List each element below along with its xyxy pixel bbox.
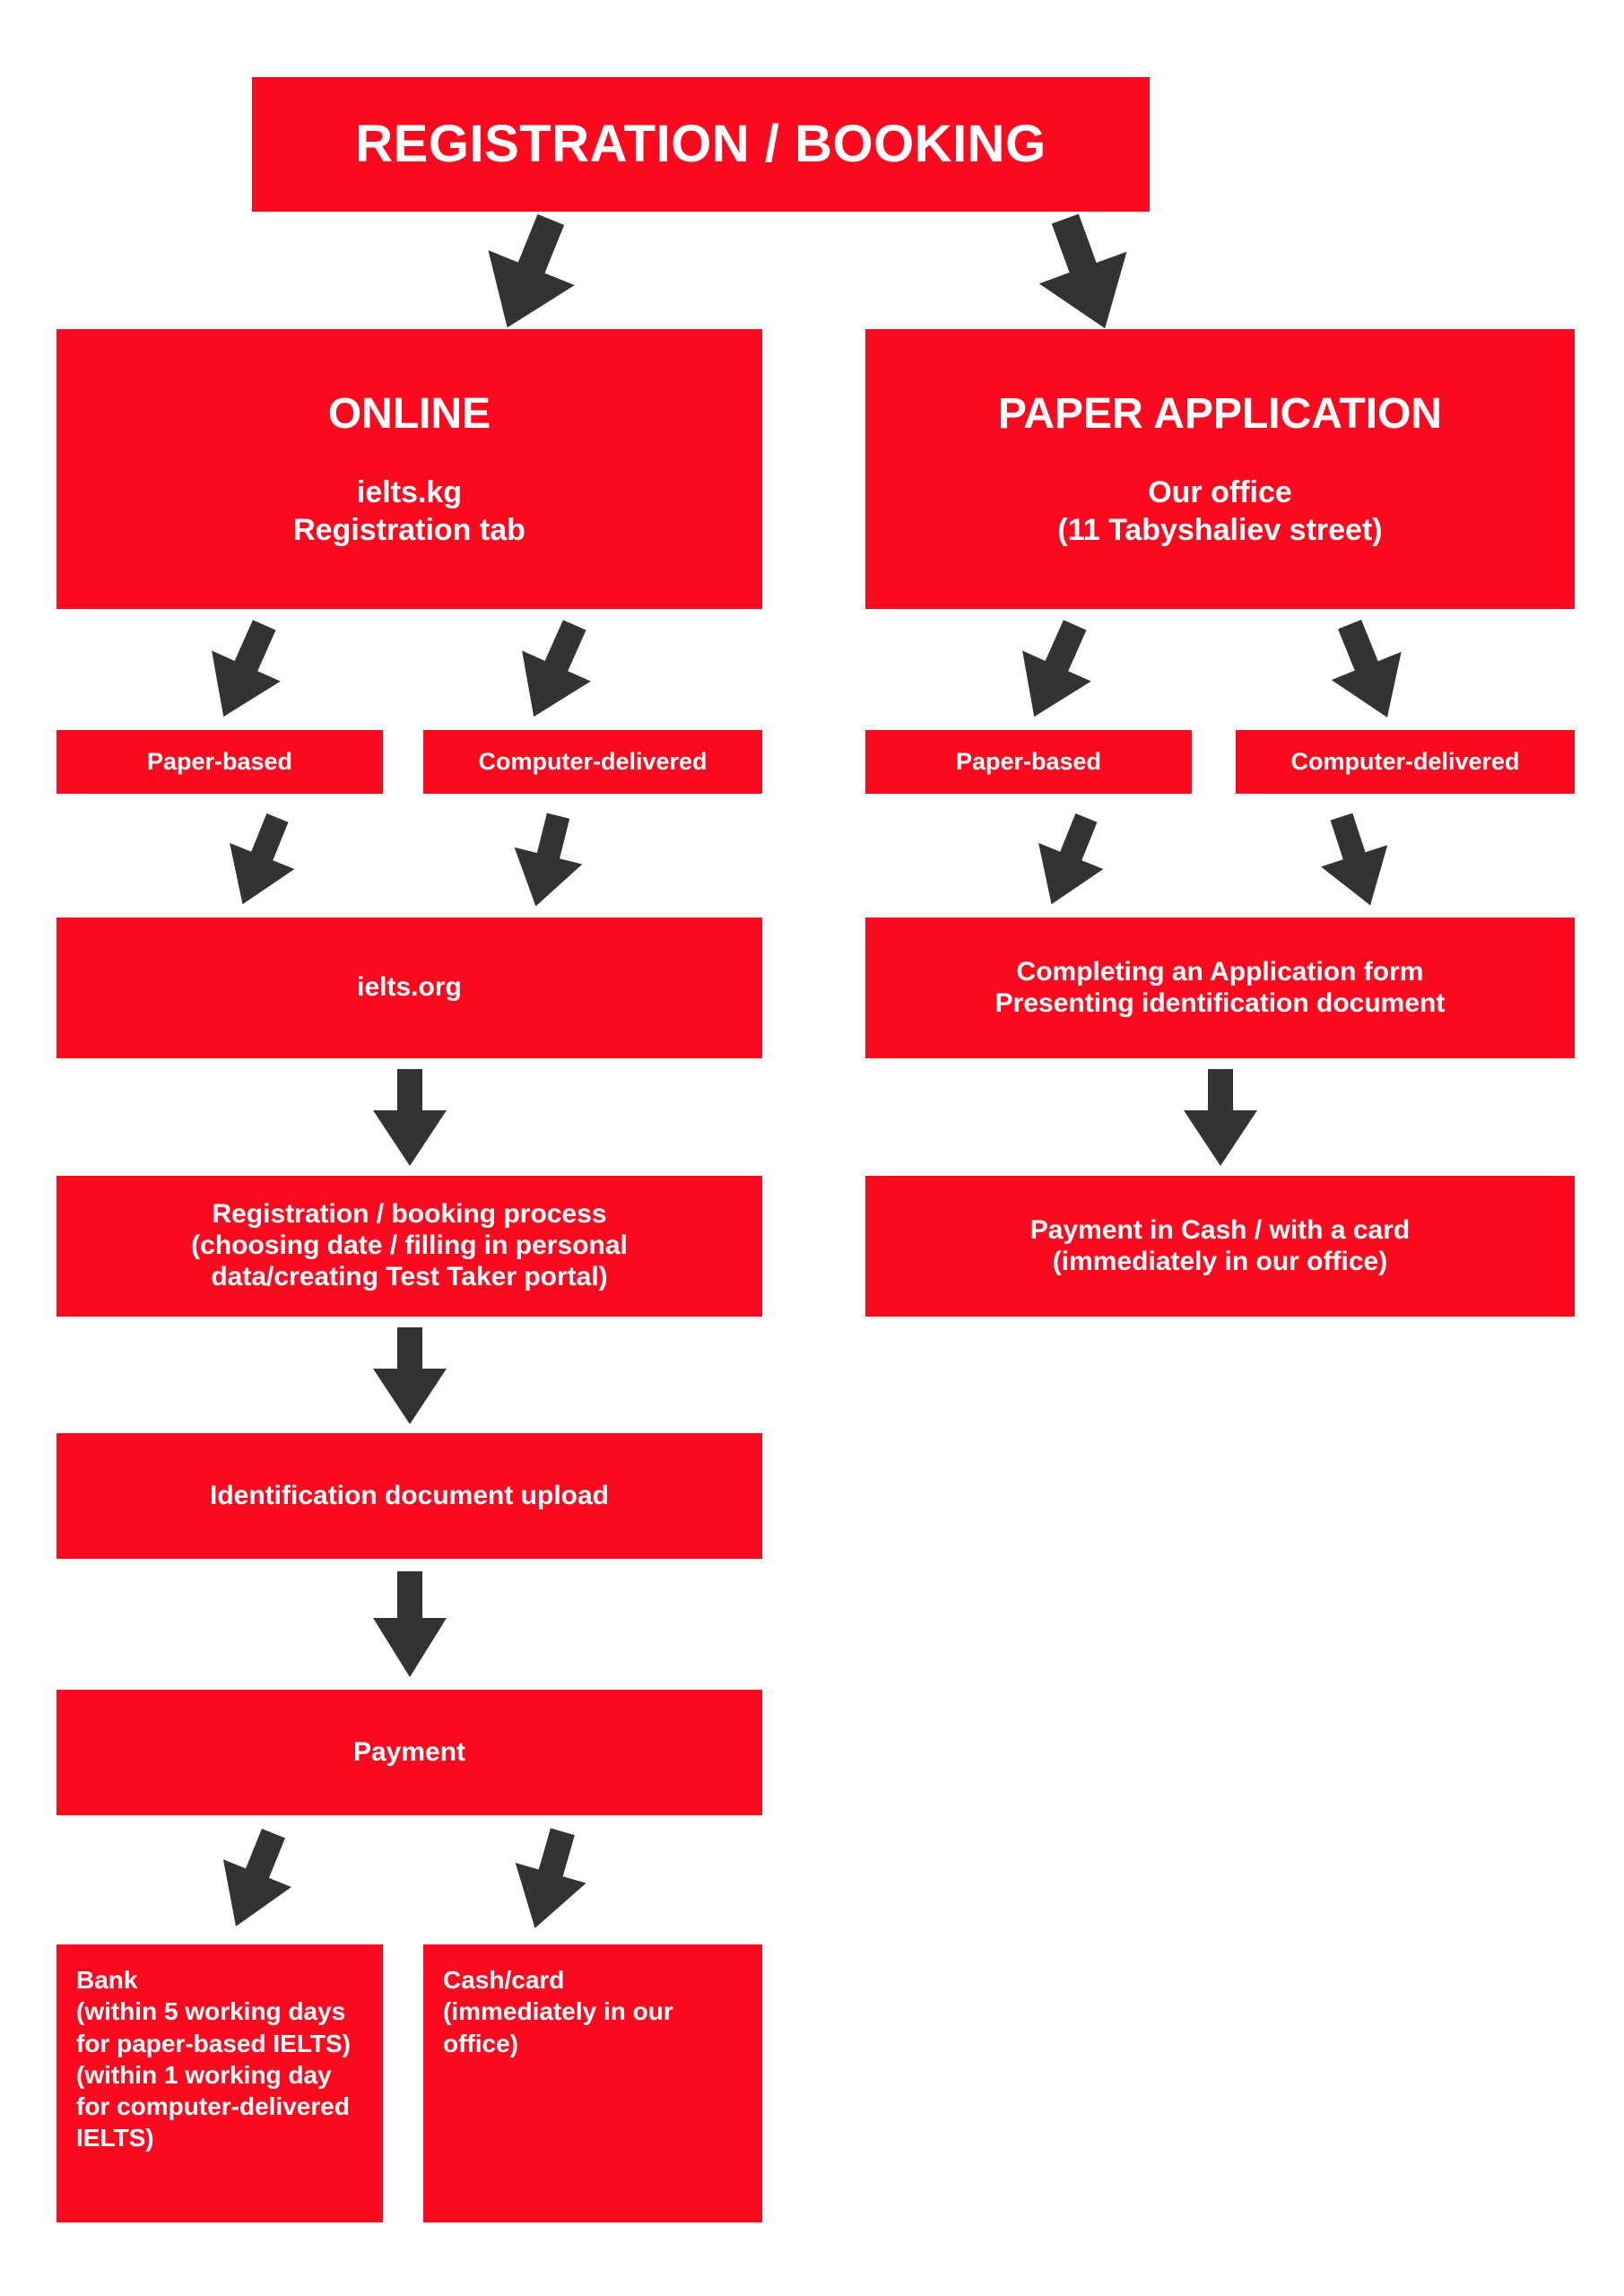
node-bank-label: Bank (within 5 working days for paper-ba…: [76, 1966, 351, 2152]
node-registration-booking-process-line2: (choosing date / filling in personal: [191, 1231, 628, 1261]
node-online-sub-line1: ielts.kg: [356, 475, 463, 510]
arrow-computer-delivered-to-application-form: [1304, 804, 1408, 918]
arrow-registration-process-to-id-upload: [369, 1327, 450, 1424]
node-completing-application-form: Completing an Application form Presentin…: [865, 918, 1575, 1058]
arrow-online-computer-delivered-to-ieltsorg: [498, 806, 597, 916]
node-paper-application-paper-based-label: Paper-based: [955, 747, 1102, 775]
node-registration-booking-label: REGISTRATION / BOOKING: [355, 115, 1046, 174]
arrow-online-to-computer-delivered: [494, 607, 613, 734]
node-ielts-org: ielts.org: [56, 918, 762, 1058]
node-identification-document-upload-label: Identification document upload: [210, 1480, 609, 1510]
node-identification-document-upload: Identification document upload: [56, 1433, 762, 1559]
arrow-application-form-to-payment-cash: [1180, 1069, 1261, 1166]
arrow-payment-to-cash-card: [495, 1820, 602, 1939]
node-paper-application-computer-delivered-label: Computer-delivered: [1290, 747, 1520, 775]
node-completing-application-form-line1: Completing an Application form: [1016, 956, 1424, 987]
node-online: ONLINE ielts.kg Registration tab: [56, 329, 762, 609]
node-paper-application-computer-delivered: Computer-delivered: [1236, 730, 1575, 794]
arrow-online-to-paper-based: [184, 607, 303, 734]
arrow-header-to-paper-application: [1014, 200, 1155, 346]
node-online-title: ONLINE: [327, 389, 491, 438]
node-payment-cash-card-office-line2: (immediately in our office): [1052, 1246, 1388, 1276]
node-paper-application-sub-line2: (11 Tabyshaliev street): [1057, 512, 1383, 547]
arrow-payment-to-bank: [197, 1818, 311, 1942]
node-payment-cash-card-office-line1: Payment in Cash / with a card: [1029, 1214, 1411, 1245]
node-paper-application: PAPER APPLICATION Our office (11 Tabysha…: [865, 329, 1575, 609]
node-online-computer-delivered-label: Computer-delivered: [478, 747, 708, 775]
node-online-paper-based: Paper-based: [56, 730, 383, 794]
arrow-paper-application-to-paper-based: [994, 607, 1114, 734]
arrow-ieltsorg-to-registration-process: [369, 1069, 450, 1166]
node-registration-booking-process: Registration / booking process (choosing…: [56, 1176, 762, 1317]
node-cash-card: Cash/card (immediately in our office): [423, 1944, 762, 2222]
node-online-paper-based-label: Paper-based: [146, 747, 293, 775]
node-payment-cash-card-office: Payment in Cash / with a card (immediate…: [865, 1176, 1575, 1317]
arrow-online-paper-based-to-ieltsorg: [206, 803, 315, 918]
node-registration-booking: REGISTRATION / BOOKING: [252, 77, 1150, 212]
node-online-computer-delivered: Computer-delivered: [423, 730, 762, 794]
arrow-header-to-online: [457, 199, 601, 347]
node-payment-label: Payment: [352, 1736, 466, 1767]
node-online-sub-line2: Registration tab: [293, 512, 525, 547]
node-bank: Bank (within 5 working days for paper-ba…: [56, 1944, 383, 2222]
node-paper-application-title: PAPER APPLICATION: [997, 389, 1443, 438]
node-paper-application-paper-based: Paper-based: [865, 730, 1192, 794]
arrow-paper-based-to-application-form: [1015, 803, 1124, 918]
arrow-id-upload-to-payment: [369, 1571, 450, 1677]
node-payment: Payment: [56, 1690, 762, 1815]
node-paper-application-sub-line1: Our office: [1148, 475, 1292, 510]
node-cash-card-label: Cash/card (immediately in our office): [443, 1966, 673, 2057]
node-registration-booking-process-line1: Registration / booking process: [212, 1199, 607, 1230]
node-completing-application-form-line2: Presenting identification document: [994, 987, 1446, 1018]
node-registration-booking-process-line3: data/creating Test Taker portal): [211, 1261, 608, 1292]
arrow-paper-application-to-computer-delivered: [1310, 608, 1428, 734]
node-ielts-org-label: ielts.org: [357, 972, 462, 1003]
